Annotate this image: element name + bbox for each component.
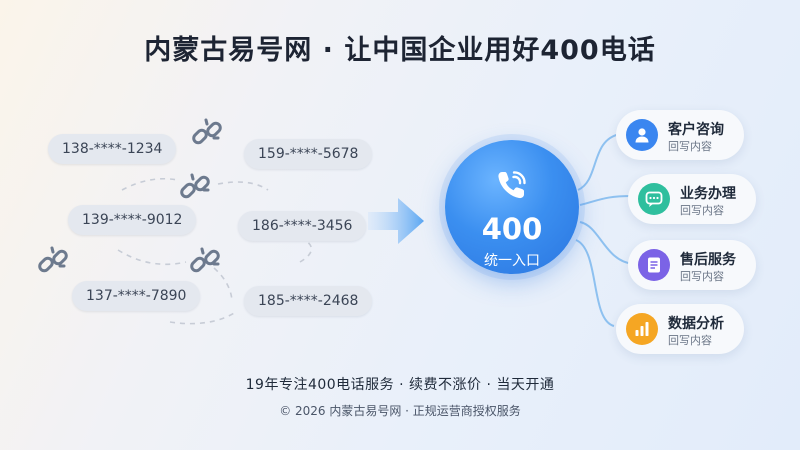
- service-card-business[interactable]: 业务办理 回写内容: [628, 174, 756, 224]
- service-subtitle: 回写内容: [680, 204, 724, 217]
- hub-number: 400: [481, 212, 543, 246]
- arrow-right-icon: [368, 198, 424, 244]
- user-icon: [626, 119, 658, 151]
- hub-400-circle: 400 统一入口: [445, 140, 579, 274]
- service-card-data-analysis[interactable]: 数据分析 回写内容: [616, 304, 744, 354]
- service-subtitle: 回写内容: [680, 270, 724, 283]
- document-icon: [638, 249, 670, 281]
- dashed-link: [169, 311, 237, 325]
- branch-line: [575, 239, 615, 327]
- broken-link-icon: [38, 246, 68, 273]
- phone-number-pill: 186-****-3456: [238, 211, 367, 241]
- service-title: 售后服务: [680, 252, 736, 268]
- bar-chart-icon: [626, 313, 658, 345]
- service-card-customer-consult[interactable]: 客户咨询 回写内容: [616, 110, 744, 160]
- phone-number-pill: 137-****-7890: [72, 281, 201, 311]
- dashed-link: [299, 239, 313, 263]
- broken-link-icon: [192, 118, 222, 145]
- dashed-link: [117, 249, 187, 266]
- hub-label: 统一入口: [484, 253, 540, 269]
- dashed-link: [213, 267, 233, 301]
- footer-copyright: © 2026 内蒙古易号网 · 正规运营商授权服务: [279, 404, 521, 418]
- phone-number-pill: 138-****-1234: [48, 134, 177, 164]
- phone-number-pill: 185-****-2468: [244, 286, 373, 316]
- dashed-link: [217, 181, 269, 191]
- phone-number-pill: 139-****-9012: [68, 205, 197, 235]
- service-card-after-sales[interactable]: 售后服务 回写内容: [628, 240, 756, 290]
- tagline: 19年专注400电话服务 · 续费不涨价 · 当天开通: [245, 377, 555, 393]
- phone-ringing-icon: [498, 171, 526, 199]
- phone-number-pill: 159-****-5678: [244, 139, 373, 169]
- service-subtitle: 回写内容: [668, 140, 712, 153]
- service-title: 业务办理: [680, 186, 736, 202]
- branch-line: [579, 195, 633, 206]
- branch-line: [579, 221, 635, 265]
- service-title: 数据分析: [668, 316, 724, 332]
- broken-link-icon: [180, 173, 210, 199]
- page-title: 内蒙古易号网 · 让中国企业用好400电话: [144, 35, 656, 66]
- dashed-link: [121, 177, 179, 191]
- branch-line: [577, 133, 621, 191]
- service-title: 客户咨询: [668, 122, 724, 138]
- service-subtitle: 回写内容: [668, 334, 712, 347]
- broken-link-icon: [190, 247, 220, 273]
- chat-bubble-icon: [638, 183, 670, 215]
